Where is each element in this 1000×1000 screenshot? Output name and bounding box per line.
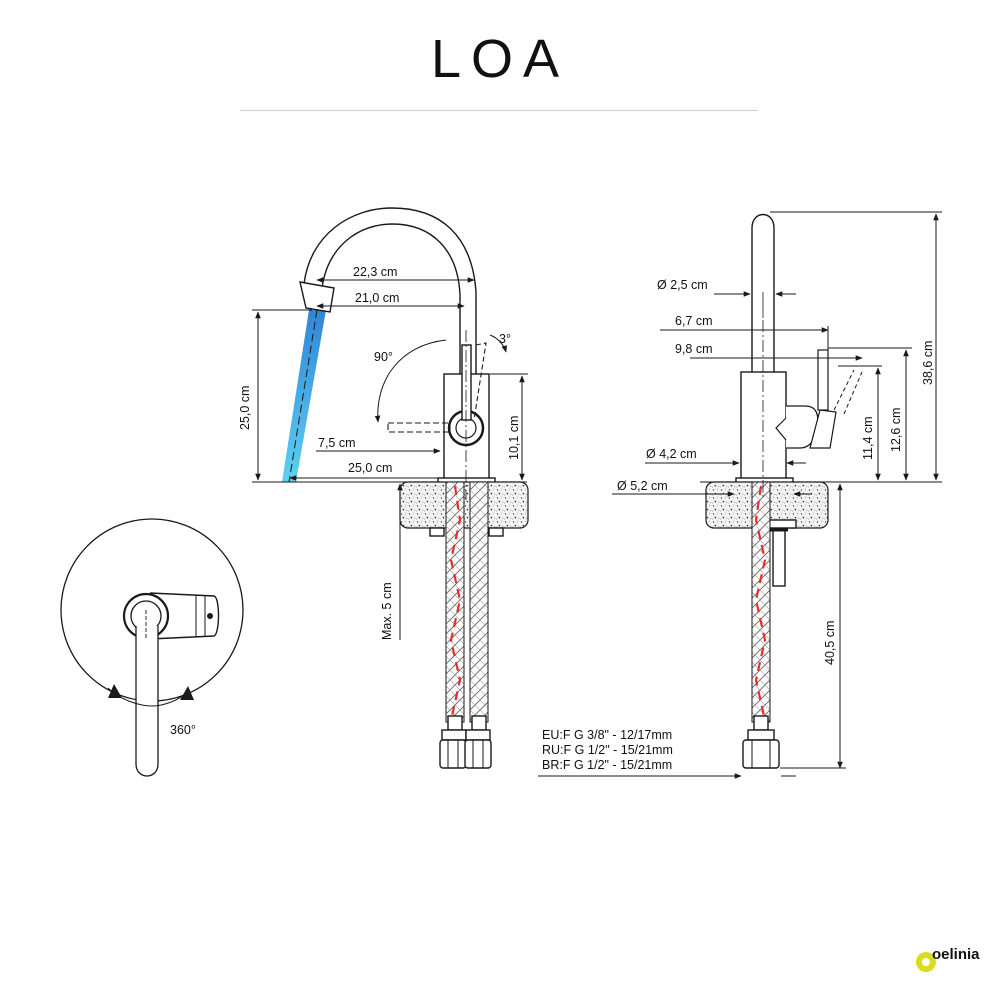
dim-outlet-height: 25,0 cm <box>238 386 252 430</box>
top-lever-body <box>149 592 220 640</box>
water-centerline <box>288 309 318 483</box>
dim-base-to-outlet: 25,0 cm <box>348 461 392 475</box>
spec-line: RU:F G 1/2" - 15/21mm <box>542 743 673 757</box>
side-view-dimensions <box>252 277 528 640</box>
connection-specs: EU:F G 3/8" - 12/17mm RU:F G 1/2" - 15/2… <box>542 728 673 772</box>
dim-spout-reach: 22,3 cm <box>353 265 397 279</box>
page-title: LOA <box>430 29 570 89</box>
dim-lever-tilt: 3° <box>499 332 511 346</box>
dim-lever-offset: 6,7 cm <box>675 314 713 328</box>
front-lever <box>817 349 829 411</box>
side-view <box>252 207 529 769</box>
front-hose <box>751 481 771 723</box>
dim-body-height: 10,1 cm <box>507 416 521 460</box>
brand-logo: oelinia <box>916 942 986 976</box>
spec-line: BR:F G 1/2" - 15/21mm <box>542 758 672 772</box>
water-stream <box>282 310 326 482</box>
dim-lever-top: 12,6 cm <box>889 408 903 452</box>
lever <box>461 344 472 421</box>
dim-lever-length: 7,5 cm <box>318 436 356 450</box>
front-view-dimensions <box>538 211 942 779</box>
logo-mark-icon <box>916 952 936 972</box>
front-view-labels: Ø 2,5 cm 6,7 cm 9,8 cm Ø 4,2 cm Ø 5,2 cm… <box>617 278 935 665</box>
top-handle <box>135 626 159 777</box>
side-view-labels: 22,3 cm 21,0 cm 3° 90° 7,5 cm 25,0 cm 25… <box>238 265 521 640</box>
hose-right <box>469 481 489 723</box>
dim-body-diameter: Ø 4,2 cm <box>646 447 697 461</box>
front-view <box>700 213 863 769</box>
hose-left <box>445 481 465 723</box>
top-view <box>60 518 244 777</box>
title-divider <box>240 110 758 111</box>
dim-rotation: 360° <box>170 723 196 737</box>
dim-hose-length: 40,5 cm <box>823 621 837 665</box>
dim-spout-diameter: Ø 2,5 cm <box>657 278 708 292</box>
top-view-labels: 360° <box>170 723 196 737</box>
dim-counter-thickness: Max. 5 cm <box>380 582 394 640</box>
dim-total-height: 38,6 cm <box>921 341 935 385</box>
aerator <box>299 281 335 313</box>
brand-name: oelinia <box>932 946 980 963</box>
dim-lever-rotation: 90° <box>374 350 393 364</box>
dim-base-diameter: Ø 5,2 cm <box>617 479 668 493</box>
dim-spout-reach-inner: 21,0 cm <box>355 291 399 305</box>
dim-lever-height: 11,4 cm <box>861 416 875 460</box>
spec-line: EU:F G 3/8" - 12/17mm <box>542 728 672 742</box>
dim-lever-reach: 9,8 cm <box>675 342 713 356</box>
